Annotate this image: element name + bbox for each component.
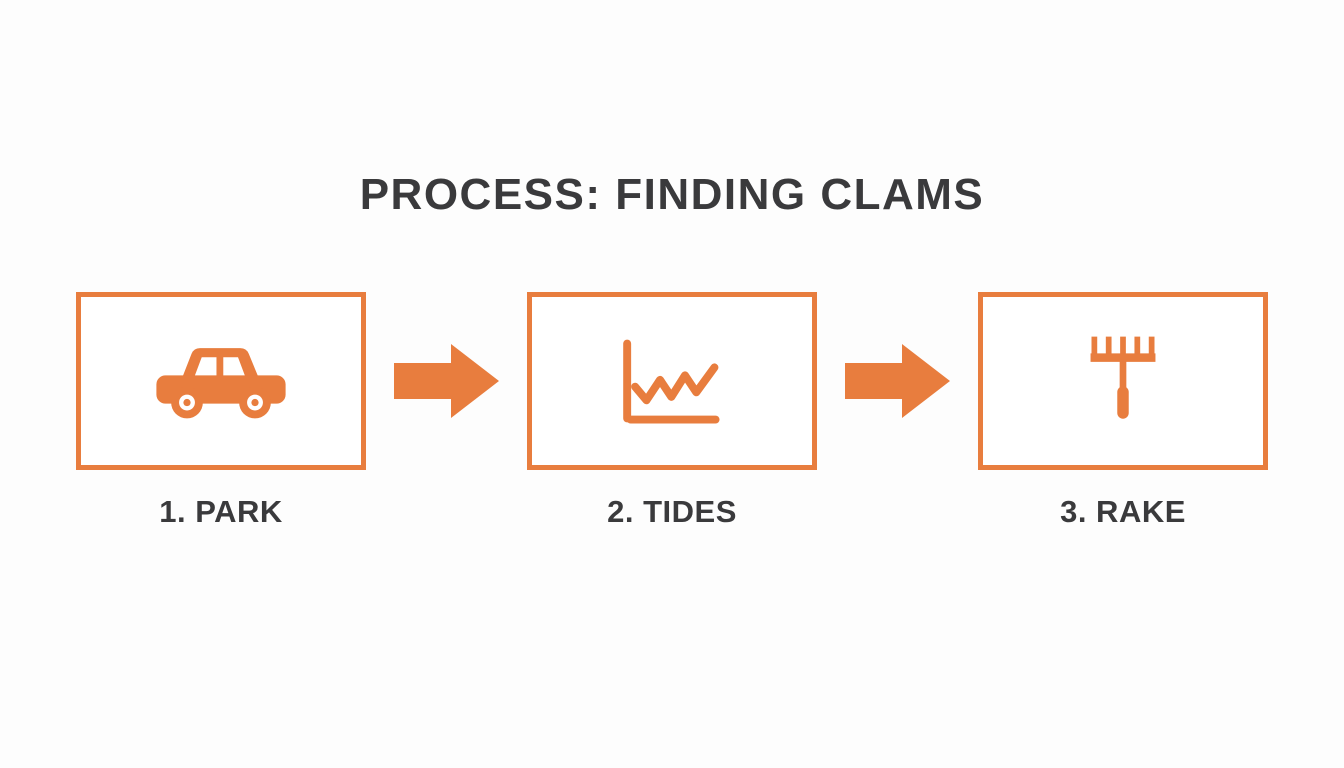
step-tides: 2. TIDES (527, 292, 817, 530)
step-label-tides: 2. TIDES (607, 494, 737, 529)
step-rake: 3. RAKE (978, 292, 1268, 530)
step-box-tides (527, 292, 817, 470)
arrow-right-icon (394, 336, 499, 426)
rake-icon (1080, 329, 1166, 434)
process-flow: 1. PARK 2. TIDES (0, 292, 1344, 530)
arrow-right-icon (845, 336, 950, 426)
step-label-park: 1. PARK (159, 494, 283, 529)
tide-chart-icon (610, 330, 735, 432)
step-park: 1. PARK (76, 292, 366, 530)
car-icon (147, 330, 295, 432)
page-title: PROCESS: FINDING CLAMS (359, 170, 985, 219)
step-box-rake (978, 292, 1268, 470)
step-box-park (76, 292, 366, 470)
step-label-rake: 3. RAKE (1060, 494, 1186, 529)
